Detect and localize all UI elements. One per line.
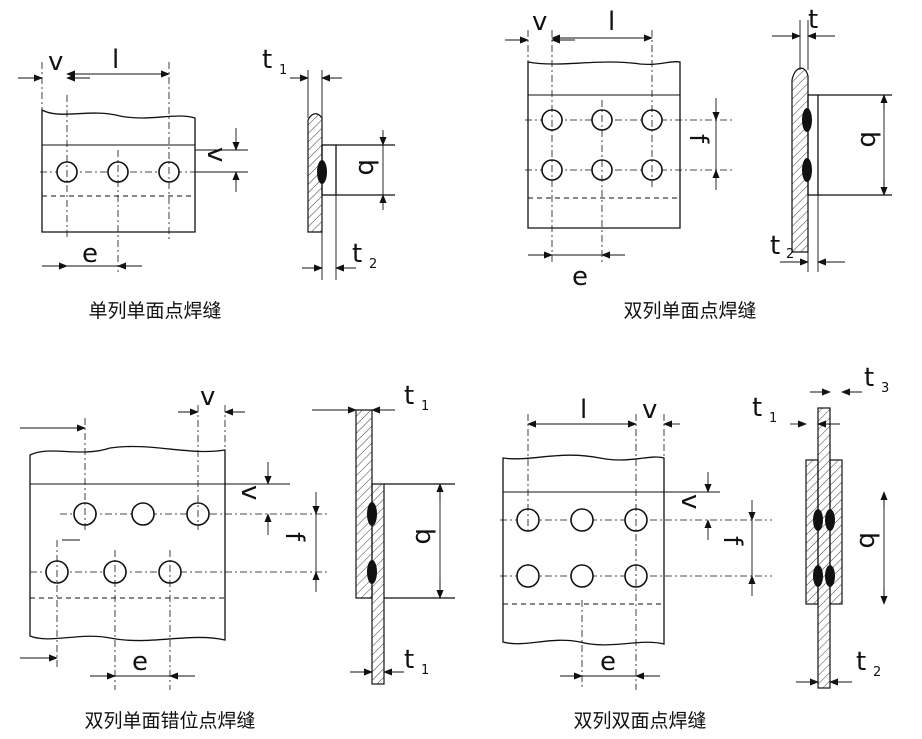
dim-l-label: l	[608, 7, 615, 37]
dim-t1-bottom-subscript: 1	[421, 663, 429, 678]
dimension-e: e	[90, 647, 195, 680]
dim-f-label: f	[717, 536, 747, 546]
side-view: t 1 t 3 t 2 b	[752, 363, 889, 689]
dim-e-label: e	[600, 647, 616, 677]
dim-f-label: f	[683, 134, 713, 144]
dim-v-side-label: v	[201, 147, 231, 162]
dimension-v-side: v	[195, 128, 248, 192]
dim-l-label: l	[112, 45, 119, 75]
panel-double-row-single-side-staggered: v v f e t 1	[20, 381, 455, 732]
dimension-stagger	[20, 424, 86, 662]
dimension-f: f	[683, 98, 720, 190]
panel-double-row-double-side: l v v f e	[500, 363, 889, 732]
dimension-v-side: v	[225, 462, 290, 535]
dim-t2-subscript: 2	[369, 257, 377, 272]
dim-v-side-label: v	[235, 485, 265, 500]
dimension-l: l	[551, 7, 653, 42]
weld-spots	[527, 30, 663, 265]
dim-t2-label: t	[770, 231, 780, 261]
plate-front-view	[525, 60, 735, 229]
dim-t1-top-label: t	[404, 381, 414, 411]
dim-b-label: b	[853, 532, 883, 549]
caption-double-row-single-side-staggered: 双列单面错位点焊缝	[84, 710, 255, 732]
dim-l-label: l	[580, 395, 587, 425]
panel-double-row-single-side: v l f e t	[505, 5, 892, 322]
weld-spots	[41, 62, 180, 272]
dim-t3-subscript: 3	[881, 381, 889, 396]
dim-v-label: v	[642, 395, 657, 425]
side-view: t 1 t 2 b	[262, 45, 395, 280]
dim-v-label: v	[200, 382, 215, 412]
dim-t2-subscript: 2	[786, 247, 794, 262]
dimension-v-top: v	[18, 47, 90, 82]
dimension-v-top: v	[178, 382, 245, 416]
dim-t1-label: t	[262, 45, 272, 75]
side-view: t t 2 b	[770, 5, 892, 272]
dim-t2-label: t	[352, 239, 362, 269]
dim-b-label: b	[352, 159, 382, 176]
dimension-l: l	[527, 395, 637, 428]
dim-t1-label: t	[752, 393, 762, 423]
caption-double-row-double-side: 双列双面点焊缝	[573, 710, 706, 732]
dim-t2-subscript: 2	[873, 665, 881, 680]
dim-t-label: t	[808, 5, 818, 35]
dimension-l: l	[66, 45, 170, 78]
dimension-v-top: v	[642, 395, 680, 428]
side-view: t 1 t 1 b	[312, 381, 455, 685]
dim-t1-subscript: 1	[279, 63, 287, 78]
dim-v-side-label: v	[675, 494, 705, 509]
dim-t1-top-subscript: 1	[421, 399, 429, 414]
dim-f-label: f	[279, 532, 309, 542]
dimension-v-side: v	[664, 472, 720, 540]
weld-spots	[516, 414, 665, 690]
plate-front-view	[29, 445, 330, 642]
panel-single-row-single-side: v l v e t 1	[18, 45, 395, 322]
caption-single-row-single-side: 单列单面点焊缝	[88, 300, 221, 322]
dim-t1-bottom-label: t	[404, 645, 414, 675]
dim-b-label: b	[409, 528, 439, 545]
dim-v-label: v	[532, 7, 547, 37]
dim-t1-subscript: 1	[769, 411, 777, 426]
weld-spots	[45, 405, 226, 690]
dim-t2-label: t	[856, 647, 866, 677]
dim-t3-label: t	[864, 363, 874, 393]
dim-b-label: b	[854, 131, 884, 148]
dim-v-label: v	[48, 47, 63, 77]
dim-e-label: e	[572, 262, 588, 292]
caption-double-row-single-side: 双列单面点焊缝	[623, 300, 756, 322]
dimension-v-top: v	[505, 7, 575, 44]
dim-e-label: e	[82, 239, 98, 269]
dimension-f: f	[279, 492, 320, 592]
dimension-e: e	[560, 647, 660, 680]
dimension-f: f	[717, 500, 756, 596]
dim-e-label: e	[132, 647, 148, 677]
dimension-e: e	[42, 239, 142, 270]
dimension-e: e	[528, 251, 625, 292]
